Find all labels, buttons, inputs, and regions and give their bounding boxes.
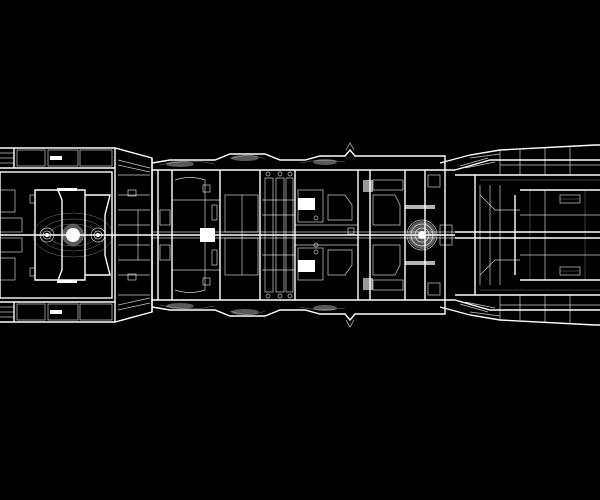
- antenna-top: [345, 142, 355, 151]
- engine-ring: [406, 219, 438, 251]
- center-hull: [151, 148, 455, 322]
- right-module: [439, 144, 600, 326]
- antenna-bottom: [345, 319, 355, 328]
- reactor-core: [32, 212, 114, 258]
- left-module: [0, 147, 153, 323]
